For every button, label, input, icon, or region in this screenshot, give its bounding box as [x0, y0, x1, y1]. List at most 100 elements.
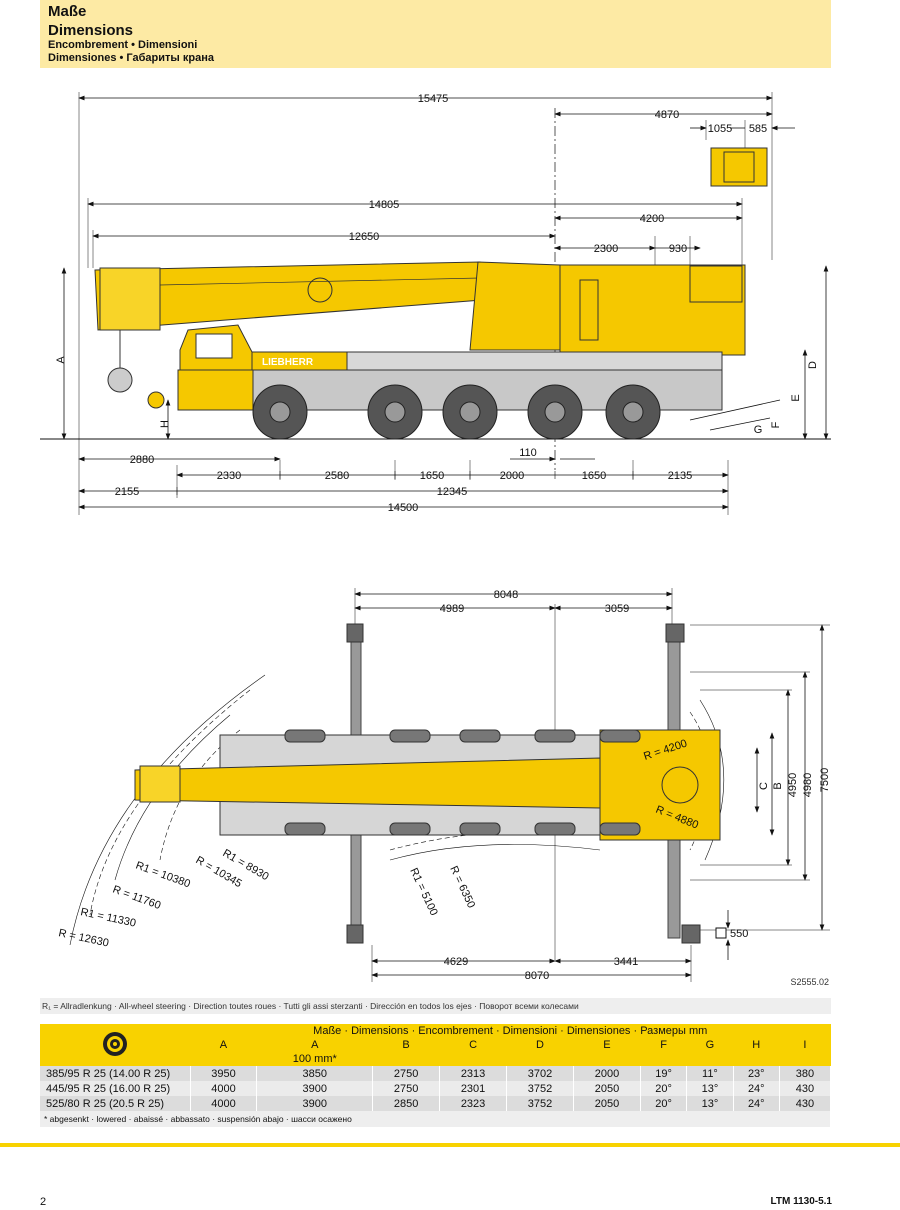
table-cell: 3702	[506, 1066, 574, 1081]
title-band: Maße Dimensions Encombrement • Dimension…	[40, 0, 831, 68]
col-subheader: 100 mm*	[292, 1053, 337, 1065]
tire-icon	[103, 1031, 127, 1056]
table-cell: 2050	[573, 1081, 641, 1096]
table-cell: 3900	[256, 1096, 374, 1111]
table-cell: 2050	[573, 1096, 641, 1111]
dim-585: 585	[749, 123, 767, 135]
dim-8048: 8048	[494, 589, 518, 601]
table-cell: 2850	[372, 1096, 441, 1111]
table-cell: 2000	[573, 1066, 641, 1081]
dim-3059: 3059	[605, 603, 629, 615]
top-view-drawing: 8048 4989 3059 4629 3441 8070 550 4950 4…	[57, 588, 831, 987]
table-cell: 430	[779, 1096, 832, 1111]
side-view-drawing: LIEBHERR 15475	[40, 92, 831, 515]
tire-icon-cell	[40, 1024, 190, 1066]
dim-4200: 4200	[640, 213, 664, 225]
title-de: Maße	[48, 3, 87, 20]
model-name: LTM 1130-5.1	[770, 1196, 832, 1207]
col-header: D	[536, 1039, 544, 1051]
letter-h: H	[159, 420, 171, 428]
radius-11330: R1 = 11330	[79, 906, 137, 929]
col-header: A	[311, 1039, 319, 1051]
col-header: H	[752, 1039, 761, 1051]
brand-logo-text: LIEBHERR	[262, 357, 314, 368]
col-header: A	[219, 1039, 228, 1051]
dim-2880: 2880	[130, 454, 154, 466]
dim-1055: 1055	[708, 123, 732, 135]
dim-14805: 14805	[369, 199, 400, 211]
table-row: 445/95 R 25 (16.00 R 25) 4000 3900 2750 …	[40, 1081, 832, 1096]
table-cell: 3850	[256, 1066, 374, 1081]
drawing-code: S2555.02	[790, 977, 829, 987]
letter-d: D	[807, 361, 819, 369]
table-cell: 2313	[439, 1066, 508, 1081]
table-row: 385/95 R 25 (14.00 R 25) 3950 3850 2750 …	[40, 1066, 832, 1081]
table-cell: 2750	[372, 1081, 441, 1096]
dim-110: 110	[519, 447, 537, 459]
radius-10380: R1 = 10380	[134, 860, 192, 891]
dimensions-table: Maße · Dimensions · Encombrement · Dimen…	[40, 1024, 832, 1127]
col-header: I	[803, 1039, 807, 1051]
dim-4989: 4989	[440, 603, 464, 615]
dim-8070: 8070	[525, 970, 549, 982]
crane-side-illustration: LIEBHERR	[94, 147, 768, 440]
col-header: G	[705, 1039, 715, 1051]
dim-15475: 15475	[418, 93, 449, 105]
radius-11760: R = 11760	[111, 884, 162, 912]
table-cell: 4000	[190, 1081, 258, 1096]
dim-2135: 2135	[668, 470, 692, 482]
table-cell: 3950	[190, 1066, 258, 1081]
letter-e: E	[790, 394, 802, 401]
table-cell: 24°	[733, 1081, 780, 1096]
dim-930: 930	[669, 243, 687, 255]
dim-1650-b: 1650	[582, 470, 606, 482]
dim-12345: 12345	[437, 486, 468, 498]
footer-rule	[0, 1143, 900, 1147]
tire-size: 525/80 R 25 (20.5 R 25)	[40, 1096, 191, 1111]
letter-a: A	[55, 356, 67, 364]
col-header: C	[469, 1039, 478, 1051]
dim-12650: 12650	[349, 231, 380, 243]
table-cell: 3900	[256, 1081, 374, 1096]
tire-size: 445/95 R 25 (16.00 R 25)	[40, 1081, 191, 1096]
letter-b: B	[772, 782, 784, 789]
radius-12630: R = 12630	[57, 927, 109, 949]
table-cell: 3752	[506, 1096, 574, 1111]
page-number: 2	[40, 1196, 47, 1208]
table-cell: 24°	[733, 1096, 780, 1111]
dimension-drawings: LIEBHERR 15475	[40, 92, 831, 987]
table-caption: Maße · Dimensions · Encombrement · Dimen…	[313, 1025, 708, 1037]
table-cell: 20°	[640, 1081, 688, 1096]
table-cell: 430	[779, 1081, 832, 1096]
dim-14500: 14500	[388, 502, 419, 514]
table-cell: 20°	[640, 1096, 688, 1111]
dim-1650-a: 1650	[420, 470, 444, 482]
title-en: Dimensions	[48, 22, 134, 39]
table-cell: 11°	[686, 1066, 734, 1081]
tire-size: 385/95 R 25 (14.00 R 25)	[40, 1066, 191, 1081]
table-cell: 3752	[506, 1081, 574, 1096]
dim-4629: 4629	[444, 956, 468, 968]
dim-2155: 2155	[115, 486, 139, 498]
dim-4980: 4980	[802, 773, 814, 797]
table-cell: 4000	[190, 1096, 258, 1111]
title-es-ru: Dimensiones • Габариты крана	[48, 52, 214, 64]
dim-4950: 4950	[787, 773, 799, 797]
col-header: E	[603, 1039, 611, 1051]
dim-2300: 2300	[594, 243, 618, 255]
table-cell: 380	[779, 1066, 832, 1081]
steering-note: R₁ = Allradlenkung · All-wheel steering …	[40, 998, 831, 1014]
dim-2330: 2330	[217, 470, 241, 482]
radius-6350: R = 6350	[447, 864, 477, 910]
dim-2000: 2000	[500, 470, 524, 482]
dim-7500: 7500	[819, 768, 831, 792]
dim-4870: 4870	[655, 109, 679, 121]
letter-f: F	[770, 421, 782, 428]
dim-3441: 3441	[614, 956, 638, 968]
table-cell: 19°	[640, 1066, 688, 1081]
table-footnote: * abgesenkt · lowered · abaissé · abbass…	[40, 1111, 831, 1127]
table-cell: 2301	[439, 1081, 508, 1096]
dim-550: 550	[730, 928, 748, 940]
table-cell: 2323	[439, 1096, 508, 1111]
table-cell: 2750	[372, 1066, 441, 1081]
